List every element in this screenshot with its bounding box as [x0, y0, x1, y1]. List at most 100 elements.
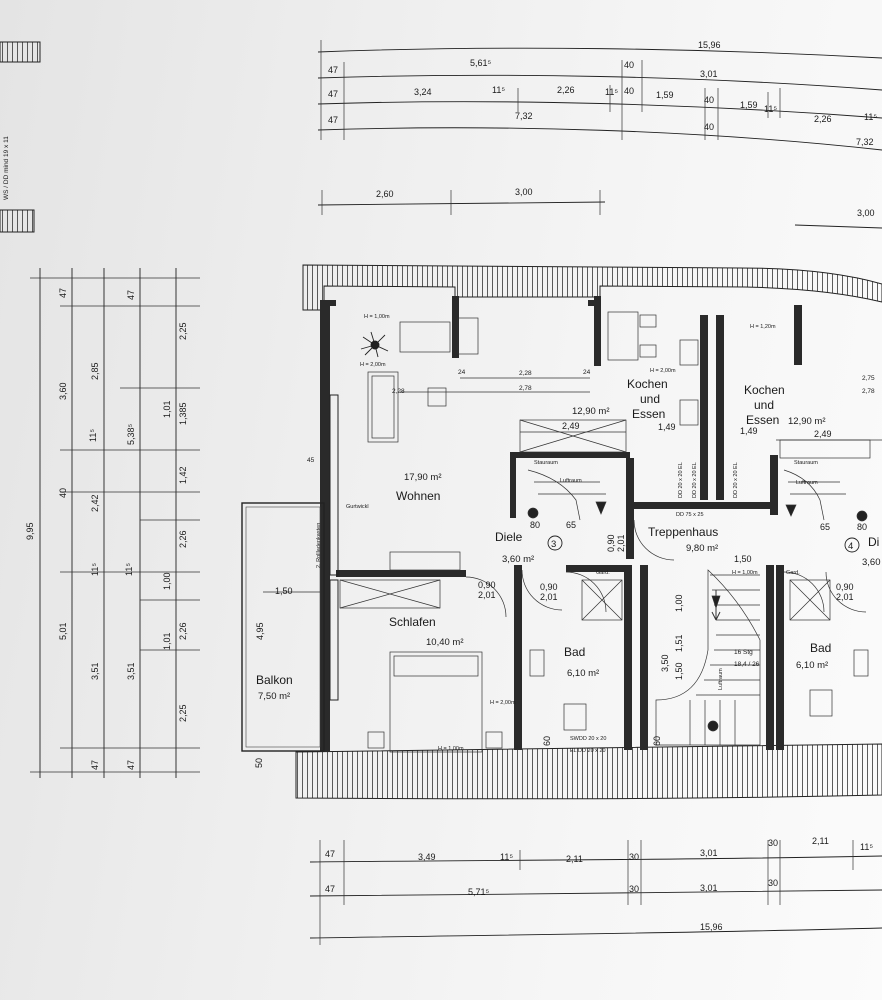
room-name-treppenhaus: Treppenhaus — [648, 525, 718, 539]
room-area-balkon: 7,50 m² — [258, 691, 290, 702]
svg-text:5,01: 5,01 — [58, 622, 68, 640]
svg-text:65: 65 — [820, 522, 830, 532]
bottom-dimension-chains: 47 3,49 11⁵ 2,11 30 3,01 30 2,11 11⁵ 47 … — [309, 836, 882, 945]
svg-text:30: 30 — [768, 878, 778, 888]
roof-hatching — [295, 264, 882, 800]
svg-text:4,95: 4,95 — [255, 622, 265, 640]
svg-text:H = 1,00m: H = 1,00m — [364, 314, 390, 320]
svg-text:60: 60 — [652, 736, 662, 746]
washbasin-right — [853, 649, 869, 677]
svg-text:40: 40 — [58, 488, 68, 498]
svg-text:47: 47 — [325, 849, 335, 859]
svg-text:2,11: 2,11 — [812, 836, 829, 846]
svg-text:3,00: 3,00 — [857, 208, 875, 218]
balcony: 4,95 1,50 50 Balkon 7,50 m² — [241, 502, 325, 768]
svg-text:DD 20 x 20 EL: DD 20 x 20 EL — [733, 462, 739, 498]
svg-text:EL DD 20 x 20: EL DD 20 x 20 — [570, 748, 606, 754]
svg-text:5,61⁵: 5,61⁵ — [470, 58, 492, 68]
svg-text:3,01: 3,01 — [700, 848, 718, 858]
svg-text:47: 47 — [328, 89, 338, 99]
svg-text:2,78: 2,78 — [519, 385, 532, 392]
svg-text:47: 47 — [126, 760, 136, 770]
svg-text:47: 47 — [325, 884, 335, 894]
svg-text:1,50: 1,50 — [275, 586, 293, 596]
svg-text:18,4 / 26: 18,4 / 26 — [734, 661, 760, 668]
svg-text:11⁵: 11⁵ — [864, 112, 877, 122]
svg-text:H = 1,00m: H = 1,00m — [438, 746, 464, 752]
room-name-kochen-left-2: und — [640, 392, 660, 406]
svg-text:H = 2,00m: H = 2,00m — [490, 700, 516, 706]
svg-text:60: 60 — [542, 736, 552, 746]
room-name-balkon: Balkon — [256, 673, 293, 687]
svg-text:47: 47 — [328, 115, 338, 125]
svg-text:Gurtwickl: Gurtwickl — [346, 504, 369, 510]
svg-text:2,01: 2,01 — [836, 592, 854, 602]
room-name-bad-right: Bad — [810, 641, 831, 655]
svg-text:DD 20 x 20 EL: DD 20 x 20 EL — [678, 462, 684, 498]
room-labels: Wohnen 17,90 m² Kochen und Essen 12,90 m… — [389, 377, 881, 679]
svg-text:2,26: 2,26 — [814, 114, 832, 124]
room-area-kochen-right: 12,90 m² — [788, 416, 826, 427]
svg-text:11⁵: 11⁵ — [88, 429, 98, 442]
svg-text:24: 24 — [458, 369, 466, 376]
staircase-main — [655, 569, 761, 746]
room-name-kochen-left-1: Kochen — [627, 377, 668, 391]
svg-text:7,32: 7,32 — [856, 137, 874, 147]
svg-text:9,95: 9,95 — [25, 522, 35, 540]
svg-text:30: 30 — [629, 884, 639, 894]
svg-text:65: 65 — [566, 520, 576, 530]
svg-text:Gard.: Gard. — [596, 570, 610, 576]
svg-text:H = 1,00m: H = 1,00m — [732, 570, 758, 576]
svg-text:2,28: 2,28 — [392, 388, 405, 395]
svg-text:3,60: 3,60 — [58, 382, 68, 400]
svg-text:1,01: 1,01 — [162, 632, 172, 650]
svg-text:DD 75 x 25: DD 75 x 25 — [676, 512, 704, 518]
coffee-table — [427, 387, 447, 407]
svg-text:11⁵: 11⁵ — [764, 104, 777, 114]
svg-text:30: 30 — [768, 838, 778, 848]
shower-right — [789, 579, 831, 621]
svg-text:1,42: 1,42 — [178, 466, 188, 484]
svg-text:80: 80 — [857, 522, 867, 532]
svg-text:40: 40 — [624, 86, 634, 96]
svg-text:1,385: 1,385 — [178, 402, 188, 425]
room-area-bad-left: 6,10 m² — [567, 668, 599, 679]
svg-text:1,50: 1,50 — [674, 662, 684, 680]
svg-text:5,38⁵: 5,38⁵ — [126, 423, 136, 445]
svg-text:2,11: 2,11 — [566, 854, 583, 864]
svg-text:SWDD 20 x 20: SWDD 20 x 20 — [570, 736, 606, 742]
inner-dimensions: 2,49 2,49 1,49 1,49 2,28 2,28 2,78 2,78 … — [307, 369, 882, 746]
svg-text:0,90: 0,90 — [836, 582, 854, 592]
svg-text:47: 47 — [126, 290, 136, 300]
svg-text:2,75: 2,75 — [862, 375, 875, 382]
svg-text:15,96: 15,96 — [700, 922, 723, 932]
room-number-diele-right: 4 — [848, 541, 853, 552]
dining-table — [607, 311, 639, 361]
svg-text:1,51: 1,51 — [674, 634, 684, 652]
room-number-diele: 3 — [551, 539, 556, 550]
washbasin-left — [529, 649, 545, 677]
room-name-kochen-right-2: und — [754, 398, 774, 412]
room-name-diele: Diele — [495, 530, 523, 544]
svg-text:2,01: 2,01 — [540, 592, 558, 602]
svg-text:Gard.: Gard. — [786, 570, 800, 576]
svg-text:24: 24 — [583, 369, 591, 376]
room-name-kochen-right-1: Kochen — [744, 383, 785, 397]
svg-text:80: 80 — [530, 520, 540, 530]
svg-text:2,49: 2,49 — [814, 429, 832, 439]
kitchen-counter-left — [519, 419, 627, 453]
svg-text:2,42: 2,42 — [90, 494, 100, 512]
svg-text:3,49: 3,49 — [418, 852, 436, 862]
svg-text:Luftraum: Luftraum — [718, 668, 724, 690]
staircase-right-partial — [783, 469, 868, 522]
room-area-wohnen: 17,90 m² — [404, 472, 442, 483]
left-edge-fragment: WS / DD mind 19 x 11 — [0, 41, 41, 233]
room-area-bad-right: 6,10 m² — [796, 660, 828, 671]
room-area-schlafen: 10,40 m² — [426, 637, 464, 648]
kitchen-counter-right — [779, 439, 871, 459]
sofa — [367, 371, 399, 443]
svg-text:DD 20 x 20 EL: DD 20 x 20 EL — [692, 462, 698, 498]
svg-text:1,49: 1,49 — [740, 426, 758, 436]
svg-text:3,24: 3,24 — [414, 87, 432, 97]
svg-text:5,71⁵: 5,71⁵ — [468, 887, 490, 897]
